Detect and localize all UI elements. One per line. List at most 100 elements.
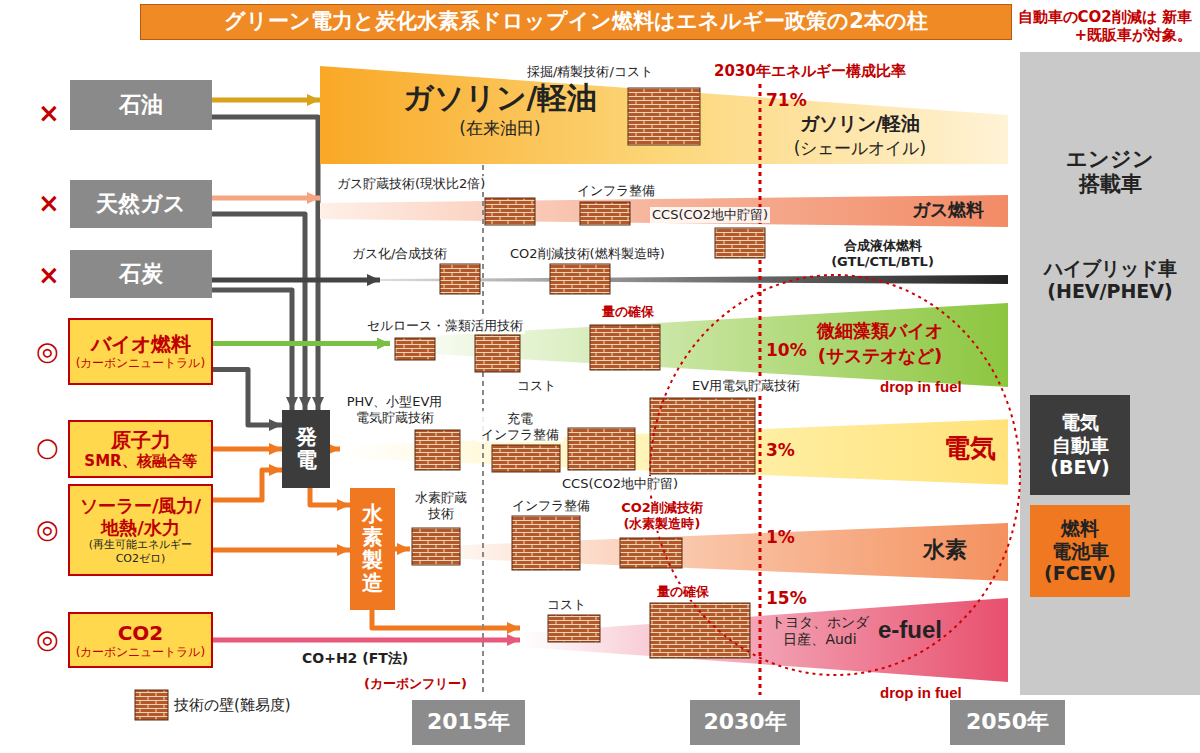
band-fill [410, 523, 1008, 581]
fuel-band: トヨタ、ホンダ 日産、Audie-fuel [520, 598, 1008, 682]
fuel-band: 合成液体燃料 (GTL/CTL/BTL) [380, 238, 1008, 288]
source-box: 石炭 [70, 250, 212, 298]
node-text: 発電 [296, 426, 317, 472]
flow-arrow [310, 488, 350, 505]
label-text: インフラ整備 [575, 183, 657, 199]
node-text: 燃料 電池車 (FCEV) [1034, 517, 1126, 585]
label-text: drop in fuel [880, 378, 962, 396]
label-text: CCS(CO2地中貯留) [650, 207, 770, 223]
band-text: 合成液体燃料 (GTL/CTL/BTL) [820, 238, 945, 269]
flow-arrow [212, 278, 380, 283]
band-text: 水素 [910, 537, 980, 563]
year-line-2030 [759, 84, 762, 695]
label-text: 水素貯蔵 技術 [404, 490, 478, 521]
label-text: インフラ整備 [510, 498, 592, 514]
flow-arrow [213, 370, 282, 426]
fuel-band: ガソリン/軽油(在来油田)ガソリン/軽油(シェールオイル) [320, 66, 1008, 164]
flow-arrow [213, 548, 350, 553]
label-text: CO2削減技術(燃料製造時) [508, 246, 667, 262]
flow-arrow [212, 196, 320, 201]
node-text: (カーボンニュートラル) [76, 356, 205, 370]
year-box: 2050年 [950, 700, 1065, 745]
legend-text: 技術の壁(難易度) [174, 696, 291, 714]
band-text: トヨタ、ホンダ 日産、Audi [765, 614, 875, 648]
label-text: 充電 インフラ整備 [476, 411, 564, 442]
year-line-2015 [482, 165, 484, 695]
band-fill [340, 419, 1008, 485]
edge-label: CO+H2 (FT法) [300, 650, 410, 667]
label-text: コスト [545, 597, 588, 613]
band-text: ガソリン/軽油 [770, 112, 950, 135]
fuel-band: 水素 [410, 523, 1008, 581]
title-text: グリーン電力と炭化水素系ドロップイン燃料はエネルギー政策の2本の柱 [224, 9, 928, 34]
band-text: ガス燃料 [898, 199, 998, 221]
label-text: 自動車のCO2削減は 新車+既販車が対象。 [1012, 8, 1192, 44]
band-text: (在来油田) [380, 118, 620, 138]
label-text: ◎ [36, 336, 59, 367]
band-text: 微細藻類バイオ [805, 320, 955, 342]
brick-walls [395, 88, 765, 658]
label-text: drop in fuel [880, 684, 962, 702]
title-bar: グリーン電力と炭化水素系ドロップイン燃料はエネルギー政策の2本の柱 [140, 4, 1012, 40]
vehicle-box: 電気 自動車 (BEV) [1030, 395, 1130, 495]
flow-arrow [212, 290, 292, 410]
flow-arrow [330, 447, 340, 452]
year-box: 2030年 [690, 700, 800, 745]
band-text: 電気 [940, 433, 1000, 464]
node-text: (カーボンニュートラル) [76, 645, 205, 659]
node-text: (再生可能エネルギー CO2ゼロ) [74, 538, 207, 564]
flow-arrow [212, 98, 320, 103]
band-fill [520, 598, 1008, 682]
source-box: 天然ガス [70, 180, 212, 228]
vehicle-column: エンジン 搭載車ハイブリッド車 (HEV/PHEV) 電気 自動車 (BEV) 燃料… [1020, 52, 1200, 695]
node-text: 2030年 [703, 709, 786, 735]
band-fill [320, 66, 1008, 164]
node-text: 石炭 [119, 261, 163, 287]
band-fill [390, 303, 1008, 387]
label-text: ガス貯蔵技術(現状比2倍) [335, 176, 487, 192]
flow-arrow [395, 547, 410, 552]
label-text: セルロース・藻類活用技術 [365, 318, 525, 334]
flow-arrow [372, 610, 520, 628]
legend-brick-swatch [135, 690, 168, 720]
label-text: 採掘/精製技術/コスト [525, 64, 655, 80]
label-text: EV用電気貯蔵技術 [690, 378, 802, 394]
process-box: 水素製造 [350, 488, 395, 610]
label-text: × [38, 260, 60, 291]
label-text: CO2削減技術 (水素製造時) [604, 500, 720, 531]
focus-circle [650, 275, 1020, 675]
flow-arrow [212, 117, 318, 410]
node-text: 2015年 [427, 709, 510, 735]
label-text: CCS(CO2地中貯留) [560, 476, 680, 492]
label-text: 71% [766, 90, 807, 110]
label-text: 量の確保 [655, 584, 711, 600]
vehicle-box: 燃料 電池車 (FCEV) [1030, 505, 1130, 597]
label-text: 3% [766, 440, 795, 460]
source-box: 原子力SMR、核融合等 [68, 420, 213, 478]
source-box: バイオ燃料(カーボンニュートラル) [68, 318, 213, 385]
flow-arrow [212, 214, 305, 410]
node-text: 2050年 [966, 709, 1049, 735]
label-text: ◎ [36, 624, 59, 655]
band-shape [410, 523, 1008, 581]
label-text: ◎ [36, 514, 59, 545]
band-text: (サステオなど) [805, 345, 955, 367]
label-text: × [38, 188, 60, 219]
label-text: (カーボンフリー) [362, 676, 469, 692]
flow-arrow [213, 447, 282, 452]
source-box: CO2(カーボンニュートラル) [68, 612, 213, 668]
flow-arrow [213, 638, 520, 643]
label-text: ガス化/合成技術 [350, 246, 449, 262]
node-text: 石油 [119, 92, 163, 118]
label-text: × [38, 98, 60, 129]
node-text: SMR、核融合等 [84, 452, 196, 470]
label-text: 2030年エネルギー構成比率 [712, 62, 908, 80]
band-text: エンジン 搭載車 [1055, 147, 1165, 197]
band-text: ハイブリッド車 (HEV/PHEV) [1020, 257, 1200, 303]
band-text: ガソリン/軽油 [380, 80, 620, 116]
label-text: 1% [766, 527, 795, 547]
node-text: ソーラー/風力/地熱/水力 [74, 495, 207, 538]
label-text: 10% [766, 340, 807, 360]
